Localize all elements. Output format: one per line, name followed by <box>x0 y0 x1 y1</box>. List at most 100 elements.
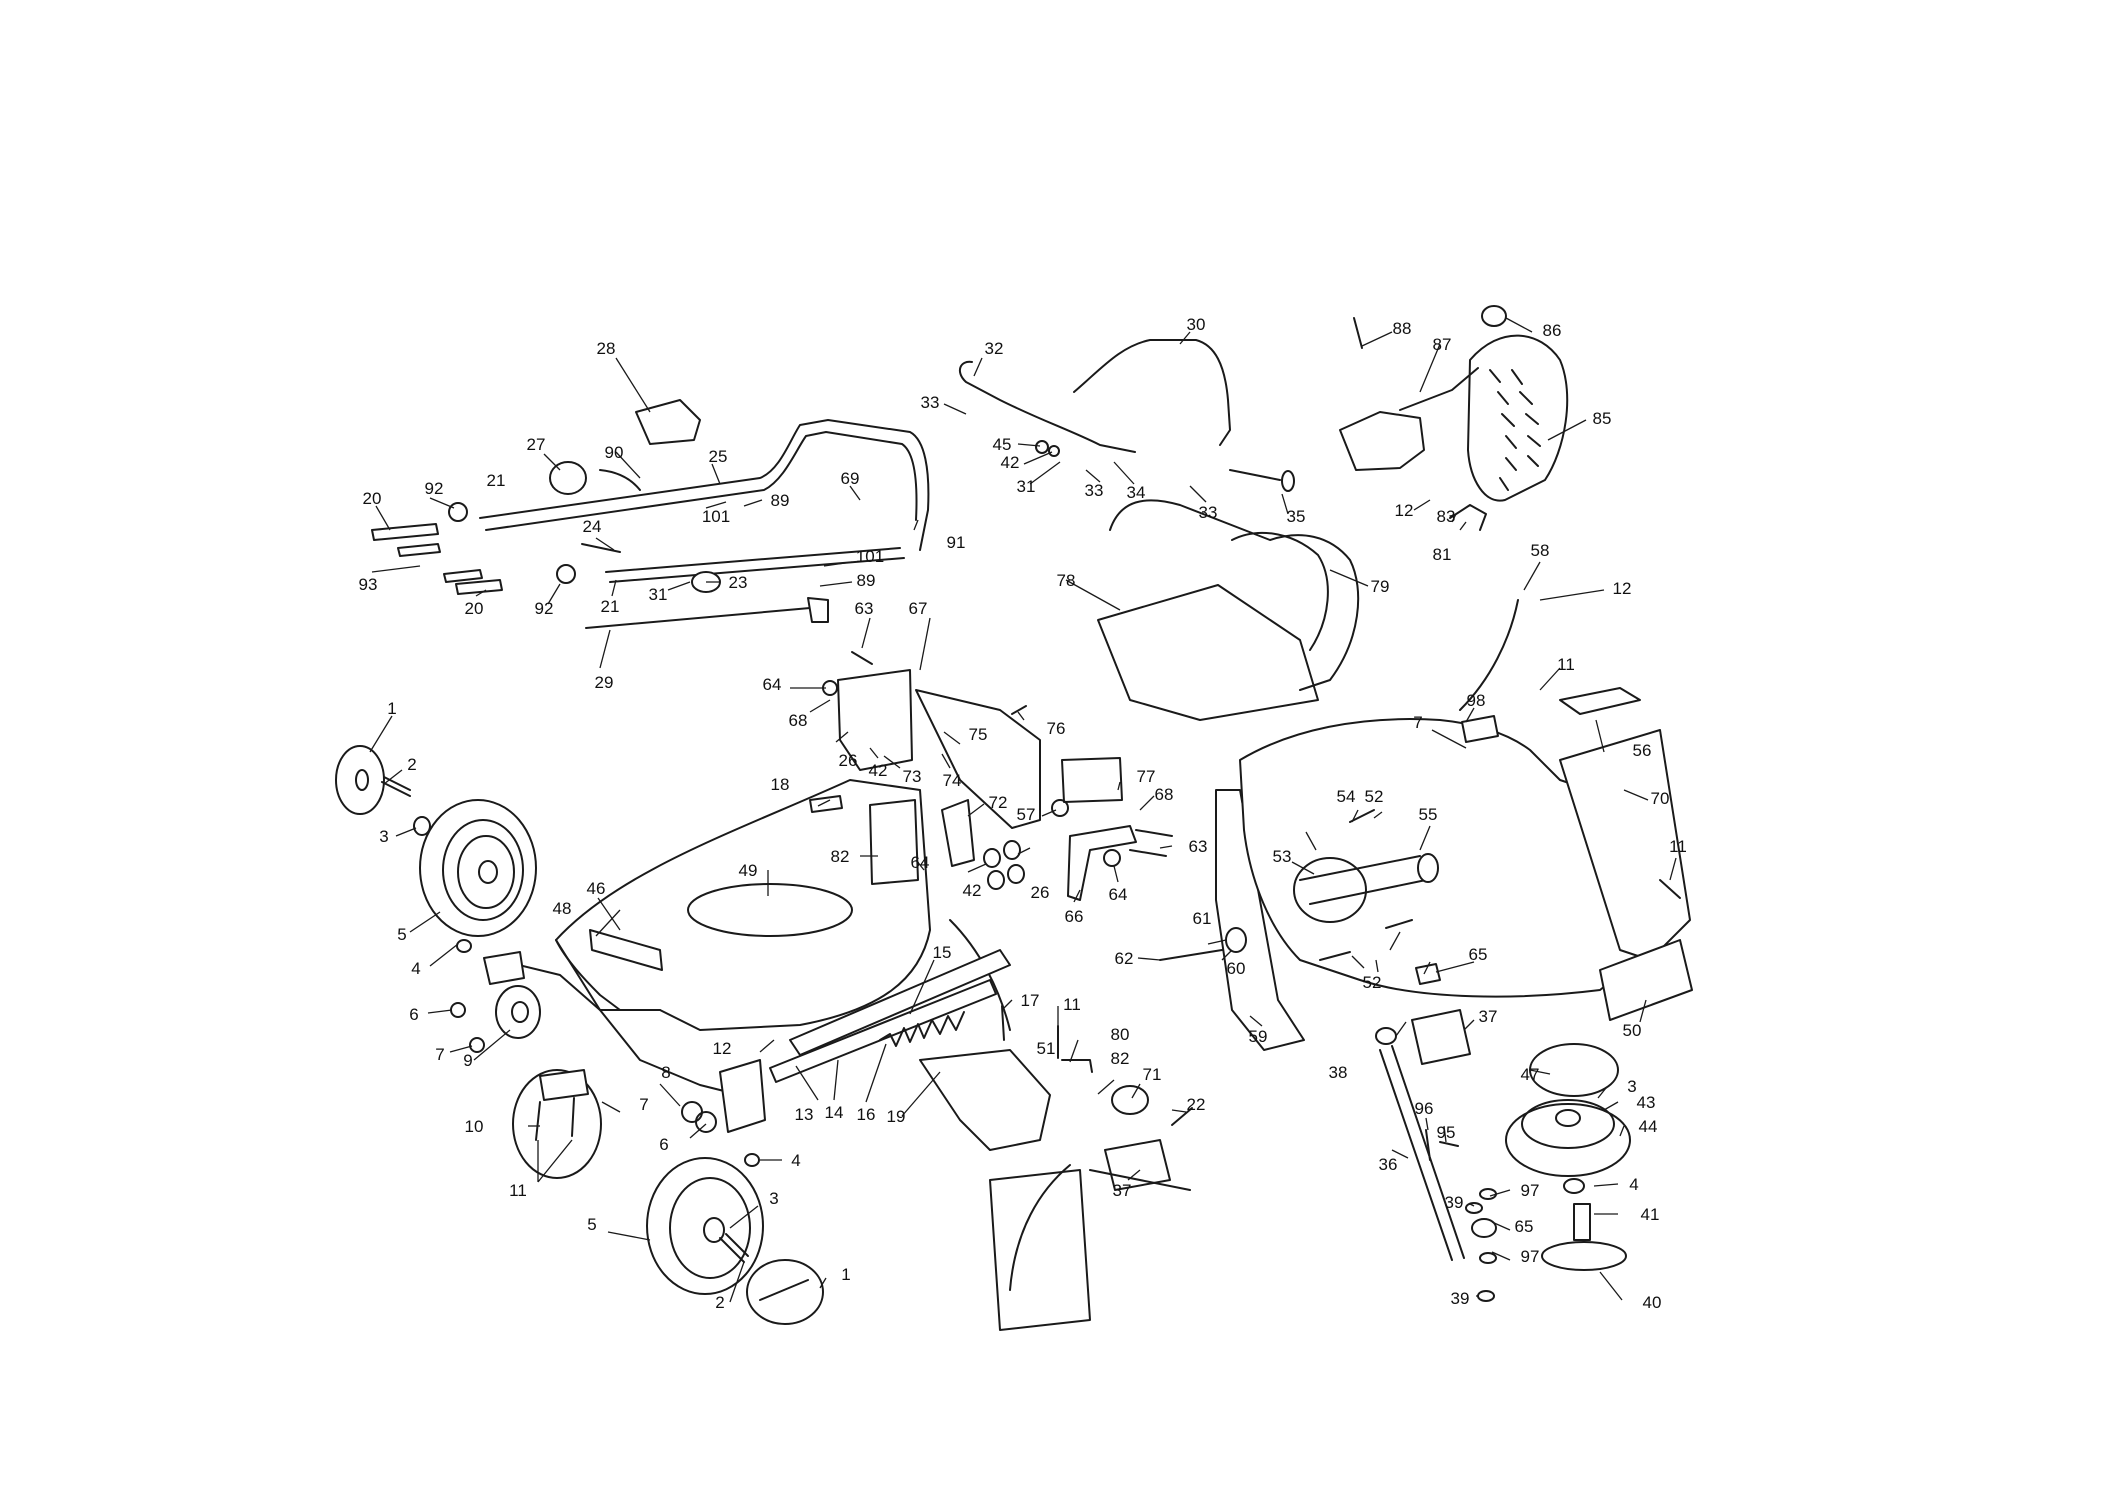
block-65 <box>1415 963 1441 985</box>
nut-45 <box>1035 440 1049 454</box>
rear-wheel-hub <box>703 1217 725 1243</box>
pin-95 <box>1439 1141 1459 1147</box>
washer-4-mid <box>744 1153 760 1167</box>
washer-front <box>413 816 431 836</box>
switch-28 <box>635 399 701 445</box>
callout-51: 51 <box>1037 1039 1056 1058</box>
callout-38: 38 <box>1329 1063 1348 1082</box>
callout-30: 30 <box>1187 315 1206 334</box>
bracket-56 <box>1559 687 1641 715</box>
shaft-41 <box>1573 1203 1591 1241</box>
callout-45: 45 <box>993 435 1012 454</box>
callout-82: 82 <box>831 847 850 866</box>
bolt-17 <box>1001 1005 1005 1041</box>
callout-82: 82 <box>1111 1049 1130 1068</box>
rear-panel-arrow <box>1009 1164 1071 1291</box>
bracket-48 <box>483 951 525 985</box>
callout-64: 64 <box>911 853 930 872</box>
cable-32 <box>958 360 1136 453</box>
upper-handle-inner <box>485 431 918 531</box>
bolt-11-side <box>1659 879 1681 899</box>
callout-65: 65 <box>1469 945 1488 964</box>
adjust-lever-10 <box>539 1069 589 1101</box>
bolt-52b <box>1319 951 1351 961</box>
callout-3: 3 <box>769 1189 778 1208</box>
cover-47 <box>1529 1043 1619 1097</box>
callout-11: 11 <box>1557 655 1575 674</box>
callout-52: 52 <box>1365 787 1384 806</box>
callout-14: 14 <box>825 1103 844 1122</box>
bracket-98 <box>1461 715 1499 743</box>
callout-56: 56 <box>1633 741 1652 760</box>
callout-78: 78 <box>1057 571 1076 590</box>
clip-18 <box>809 795 843 813</box>
callout-36: 36 <box>1379 1155 1398 1174</box>
lower-handle <box>605 547 905 583</box>
callout-27: 27 <box>527 435 546 454</box>
callout-73: 73 <box>903 767 922 786</box>
callout-54: 54 <box>1337 787 1356 806</box>
front-wheel-hub <box>478 860 498 884</box>
spring-96 <box>1425 1129 1431 1161</box>
callout-20: 20 <box>465 599 484 618</box>
callout-17: 17 <box>1021 991 1040 1010</box>
callout-58: 58 <box>1531 541 1550 560</box>
callout-64: 64 <box>763 675 782 694</box>
nut-42 <box>1048 445 1060 457</box>
chute-70 <box>1559 729 1691 961</box>
control-end-29 <box>807 597 829 623</box>
plate-74 <box>915 689 1041 829</box>
callout-24: 24 <box>583 517 602 536</box>
callout-88: 88 <box>1393 319 1412 338</box>
washer-4-right <box>1563 1178 1585 1194</box>
callout-12: 12 <box>713 1039 732 1058</box>
callout-39: 39 <box>1445 1193 1464 1212</box>
callout-12: 12 <box>1613 579 1632 598</box>
chute-panel-82 <box>869 799 919 885</box>
rear-wheel-ring <box>669 1177 751 1279</box>
spring-81 <box>1449 504 1487 531</box>
gear-44 <box>1505 1103 1631 1177</box>
callout-93: 93 <box>359 575 378 594</box>
bolt-63b <box>1129 829 1173 857</box>
bolt-76 <box>1011 705 1027 715</box>
washer-26a <box>1003 840 1021 860</box>
callout-4: 4 <box>1629 1175 1638 1194</box>
deck-badge <box>589 929 663 971</box>
callout-39: 39 <box>1451 1289 1470 1308</box>
callout-37: 37 <box>1479 1007 1498 1026</box>
callout-7: 7 <box>435 1045 444 1064</box>
callout-12: 12 <box>1395 501 1414 520</box>
adjust-knob-9-inner <box>511 1001 529 1023</box>
lever-36 <box>1379 1045 1465 1261</box>
cable-90-arrow <box>599 469 641 491</box>
callout-89: 89 <box>771 491 790 510</box>
callout-97: 97 <box>1521 1247 1540 1266</box>
callout-67: 67 <box>909 599 928 618</box>
spring-16 <box>879 1011 965 1047</box>
front-wheel-ring <box>442 819 524 921</box>
callout-42: 42 <box>963 881 982 900</box>
starter-housing-85 <box>1467 334 1569 502</box>
callout-26: 26 <box>839 751 858 770</box>
callout-41: 41 <box>1641 1205 1660 1224</box>
callout-2: 2 <box>715 1293 724 1312</box>
callout-13: 13 <box>795 1105 814 1124</box>
callout-85: 85 <box>1593 409 1612 428</box>
bracket-93b <box>443 569 483 583</box>
nut-64b <box>1103 849 1121 867</box>
label-77 <box>1061 757 1123 803</box>
callout-49: 49 <box>739 861 758 880</box>
callout-44: 44 <box>1639 1117 1658 1136</box>
callout-64: 64 <box>1109 885 1128 904</box>
gearbox-37-left <box>1104 1139 1171 1191</box>
callout-70: 70 <box>1651 789 1670 808</box>
callout-68: 68 <box>789 711 808 730</box>
knob-35 <box>1281 470 1295 492</box>
callout-31: 31 <box>649 585 668 604</box>
bracket-67 <box>837 669 913 771</box>
callout-3: 3 <box>379 827 388 846</box>
clip-80 <box>1061 1059 1093 1073</box>
gear-hub <box>1555 1109 1581 1127</box>
callout-32: 32 <box>985 339 1004 358</box>
